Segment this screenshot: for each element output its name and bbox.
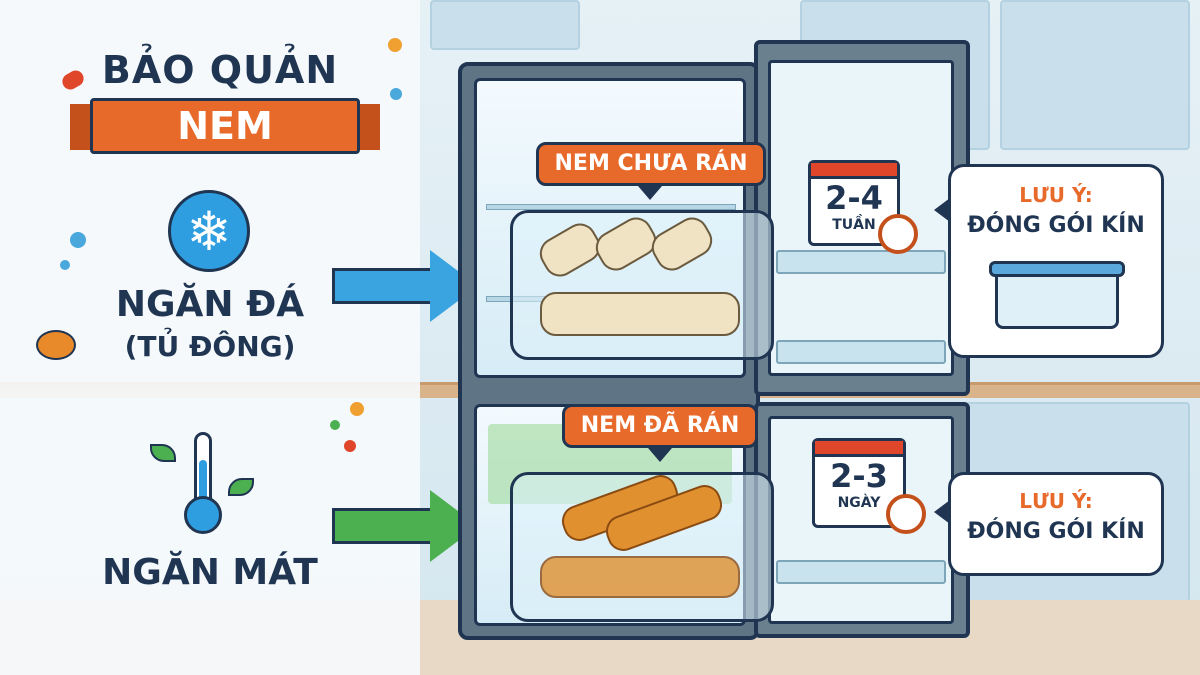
raw-nem-roll (540, 292, 740, 336)
decor-food (36, 330, 76, 360)
freezer-label: NGĂN ĐÁ (115, 284, 305, 325)
fridge-note: LƯU Ý: ĐÓNG GÓI KÍN (948, 472, 1164, 576)
fridge-unit: NGÀY (837, 495, 881, 511)
upper-cabinet (430, 0, 580, 50)
upper-cabinet (1000, 0, 1190, 150)
calendar-icon: 2-4 TUẦN (808, 160, 900, 246)
clock-icon (886, 494, 926, 534)
thermometer-fill (199, 460, 207, 506)
bubble-tip (648, 448, 672, 462)
decor-dot (388, 38, 402, 52)
freezer-note-body: ĐÓNG GÓI KÍN (967, 213, 1145, 238)
leaf-icon (228, 478, 254, 496)
fridge-duration: 2-3 (830, 457, 888, 495)
title-line1: BẢO QUẢN (101, 48, 339, 92)
fridge-arrow (332, 508, 432, 544)
freezer-note: LƯU Ý: ĐÓNG GÓI KÍN (948, 164, 1164, 358)
door-shelf (776, 250, 946, 274)
note-tip (934, 198, 950, 222)
decor-dot (70, 232, 86, 248)
decor-dot (350, 402, 364, 416)
container-icon (995, 267, 1119, 329)
thermometer-bulb (184, 496, 222, 534)
note-tip (934, 500, 950, 524)
fridge-note-body: ĐÓNG GÓI KÍN (967, 519, 1145, 544)
clock-icon (878, 214, 918, 254)
freezer-note-title: LƯU Ý: (1019, 183, 1093, 207)
title-ribbon: NEM (90, 98, 360, 154)
calendar-header (811, 163, 897, 179)
freezer-sublabel: (TỦ ĐÔNG) (124, 330, 296, 363)
snowflake-icon: ❄ (168, 190, 250, 272)
freezer-shelf (486, 204, 736, 210)
fridge-label: NGĂN MÁT (102, 552, 318, 593)
decor-dot (390, 88, 402, 100)
fried-nem-bubble: NEM ĐÃ RÁN (562, 404, 758, 448)
calendar-header (815, 441, 903, 457)
freezer-unit: TUẦN (832, 217, 876, 233)
fried-nem-roll (540, 556, 740, 598)
decor-dot (330, 420, 340, 430)
bubble-tip (638, 186, 662, 200)
decor-dot (60, 260, 70, 270)
freezer-duration: 2-4 (825, 179, 883, 217)
decor-dot (344, 440, 356, 452)
freezer-arrow (332, 268, 432, 304)
raw-nem-bubble: NEM CHƯA RÁN (536, 142, 766, 186)
leaf-icon (150, 444, 176, 462)
door-shelf (776, 560, 946, 584)
door-shelf (776, 340, 946, 364)
container-lid (989, 261, 1125, 277)
fridge-note-title: LƯU Ý: (1019, 489, 1093, 513)
